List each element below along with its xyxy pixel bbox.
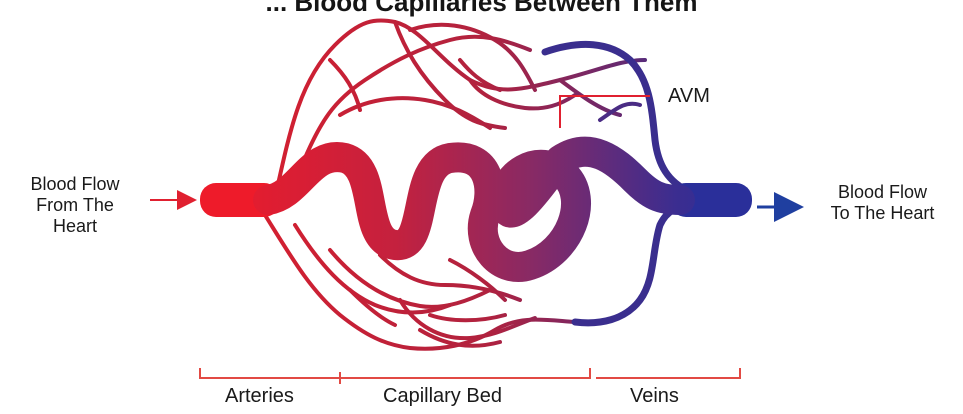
outflow-label: Blood Flow To The Heart [805, 182, 960, 224]
outflow-label-line1: Blood Flow [805, 182, 960, 203]
avm-label: AVM [668, 86, 710, 107]
inflow-label-line3: Heart [5, 216, 145, 237]
inflow-label-line1: Blood Flow [5, 174, 145, 195]
region-brackets [200, 368, 740, 384]
capillary-bed-label: Capillary Bed [383, 386, 502, 407]
lower-veins [575, 205, 692, 323]
veins-label: Veins [630, 386, 679, 407]
avm-callout-line [560, 96, 650, 128]
outflow-label-line2: To The Heart [805, 203, 960, 224]
inflow-label: Blood Flow From The Heart [5, 174, 145, 237]
arteries-label: Arteries [225, 386, 294, 407]
inflow-label-line2: From The [5, 195, 145, 216]
